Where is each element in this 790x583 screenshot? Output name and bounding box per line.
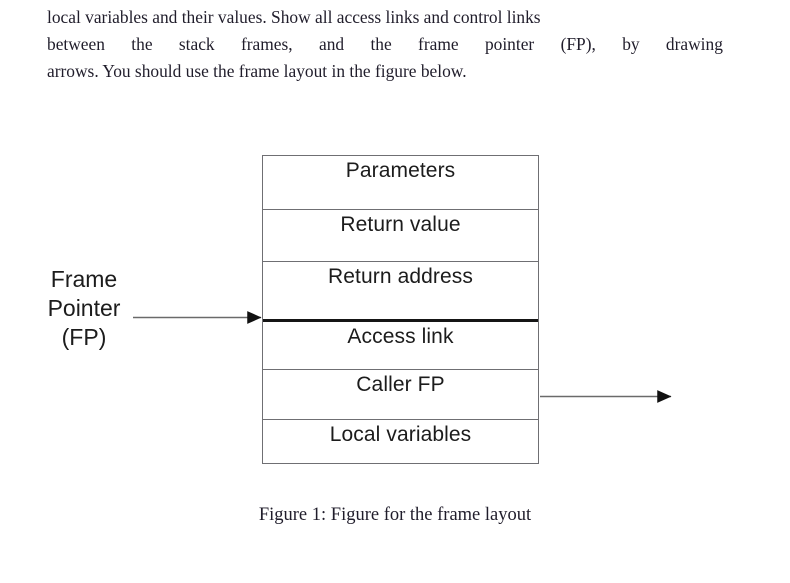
paragraph-word: stack xyxy=(178,34,215,54)
frame-row-local-variables[interactable]: Local variables xyxy=(263,419,538,463)
frame-row-label: Access link xyxy=(347,325,454,348)
fp-label-line-3: (FP) xyxy=(61,324,107,350)
paragraph-word: the xyxy=(131,34,153,54)
frame-row-caller-fp[interactable]: Caller FP xyxy=(263,369,538,419)
frame-row-label: Return address xyxy=(328,265,473,288)
paragraph-line-1: local variables and their values. Show a… xyxy=(47,7,541,27)
paragraph-line-3: arrows. You should use the frame layout … xyxy=(47,61,467,81)
paragraph-word: by xyxy=(622,34,640,54)
paragraph-word: drawing xyxy=(665,34,723,54)
paragraph-word: and xyxy=(318,34,345,54)
fp-label-line-1: Frame xyxy=(50,266,118,292)
frame-row-parameters[interactable]: Parameters xyxy=(263,156,538,209)
frame-row-label: Parameters xyxy=(345,159,456,182)
paragraph-word: pointer xyxy=(484,34,535,54)
frame-row-label: Caller FP xyxy=(356,373,445,396)
frame-row-label: Return value xyxy=(340,213,461,236)
frame-row-return-address[interactable]: Return address xyxy=(263,261,538,319)
paragraph-word: frames, xyxy=(240,34,293,54)
paragraph-word: between xyxy=(47,34,105,54)
paragraph-word: (FP), xyxy=(560,34,596,54)
instruction-paragraph: local variables and their values. Show a… xyxy=(47,4,723,85)
frame-layout-table: Parameters Return value Return address A… xyxy=(262,155,539,464)
frame-row-return-value[interactable]: Return value xyxy=(263,209,538,261)
frame-row-access-link[interactable]: Access link xyxy=(263,319,538,369)
paragraph-word: the xyxy=(370,34,392,54)
figure-caption: Figure 1: Figure for the frame layout xyxy=(258,505,532,525)
fp-label-line-2: Pointer xyxy=(47,295,121,321)
paragraph-word: frame xyxy=(418,34,459,54)
paragraph-line-2: between the stack frames, and the frame … xyxy=(47,31,723,58)
frame-pointer-label: Frame Pointer (FP) xyxy=(34,265,134,352)
frame-row-label: Local variables xyxy=(329,423,472,446)
